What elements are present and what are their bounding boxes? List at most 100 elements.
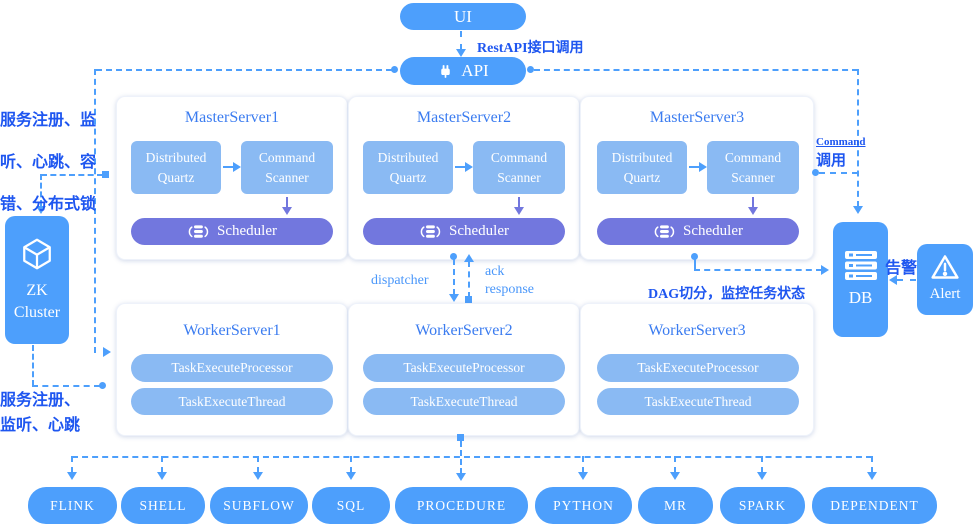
task-drop-line <box>582 456 584 473</box>
ack-label-line1: ack <box>485 264 505 279</box>
zk-worker-line-h <box>32 385 100 387</box>
task-label: SPARK <box>738 497 787 513</box>
master-zk-line-v <box>40 174 42 206</box>
arrowhead-down-icon <box>867 472 877 480</box>
zk-worker-caption-line1: 服务注册、 <box>0 392 81 409</box>
ack-label-line2: response <box>485 282 534 297</box>
api-node[interactable]: API <box>400 57 526 85</box>
scheduler-label: Scheduler <box>217 223 277 239</box>
api-db-line-h <box>534 69 858 71</box>
task-mr[interactable]: MR <box>638 487 713 524</box>
quartz-label-line2: Quartz <box>157 169 195 185</box>
arrowhead-down-icon <box>253 472 263 480</box>
master-server-3: MasterServer3 Distributed Quartz Command… <box>580 96 814 260</box>
scheduler-bar[interactable]: Scheduler <box>363 218 565 245</box>
distributed-quartz-box[interactable]: Distributed Quartz <box>597 141 687 194</box>
worker-server-1: WorkerServer1 TaskExecuteProcessor TaskE… <box>116 303 348 436</box>
warning-icon <box>930 254 960 280</box>
connector-dot <box>391 66 398 73</box>
alert-label: Alert <box>929 286 961 302</box>
zk-worker-line-v <box>32 345 34 386</box>
zk-master-caption-line1: 服务注册、监 <box>0 112 97 129</box>
task-subflow[interactable]: SUBFLOW <box>210 487 308 524</box>
connector-dot <box>450 253 457 260</box>
command-label-line2: 调用 <box>816 153 847 169</box>
distributed-quartz-box[interactable]: Distributed Quartz <box>363 141 453 194</box>
task-execute-processor[interactable]: TaskExecuteProcessor <box>363 354 565 382</box>
master-server-title: MasterServer1 <box>184 109 280 126</box>
zk-label-line2: Cluster <box>13 304 61 321</box>
zk-worker-caption: 服务注册、 监听、心跳 <box>0 388 80 438</box>
task-sql[interactable]: SQL <box>312 487 390 524</box>
task-python[interactable]: PYTHON <box>535 487 632 524</box>
command-scanner-box[interactable]: Command Scanner <box>473 141 565 194</box>
connector-dot <box>691 253 698 260</box>
ui-api-line <box>460 31 462 50</box>
master-server-2: MasterServer2 Distributed Quartz Command… <box>348 96 580 260</box>
task-drop-line <box>761 456 763 473</box>
quartz-scanner-line <box>223 166 234 168</box>
distributed-quartz-box[interactable]: Distributed Quartz <box>131 141 221 194</box>
master-server-title: MasterServer2 <box>416 109 512 126</box>
task-execute-processor[interactable]: TaskExecuteProcessor <box>597 354 799 382</box>
dispatcher-label: dispatcher <box>371 273 429 288</box>
connector-square <box>465 296 472 303</box>
task-execute-processor[interactable]: TaskExecuteProcessor <box>131 354 333 382</box>
task-execute-processor-label: TaskExecuteProcessor <box>171 360 293 375</box>
task-drop-line <box>257 456 259 473</box>
zk-master-caption: 服务注册、监 听、心跳、容 错、分布式锁 <box>0 100 97 226</box>
alert-node[interactable]: Alert <box>917 244 973 315</box>
arrowhead-right-icon <box>465 162 473 172</box>
task-label: SHELL <box>139 497 187 513</box>
zk-master-caption-line2: 听、心跳、容 <box>0 154 97 171</box>
arrowhead-down-icon <box>670 472 680 480</box>
cube-icon <box>19 236 55 272</box>
scanner-label-line1: Command <box>724 149 782 165</box>
task-execute-thread[interactable]: TaskExecuteThread <box>363 388 565 415</box>
task-execute-thread[interactable]: TaskExecuteThread <box>597 388 799 415</box>
master-server-1: MasterServer1 Distributed Quartz Command… <box>116 96 348 260</box>
task-flink[interactable]: FLINK <box>28 487 117 524</box>
connector-dot <box>527 66 534 73</box>
scanner-scheduler-line <box>286 197 288 208</box>
task-execute-thread[interactable]: TaskExecuteThread <box>131 388 333 415</box>
scheduler-sync-icon <box>187 224 209 240</box>
scanner-label-line2: Scanner <box>731 169 775 185</box>
arrowhead-down-icon <box>514 207 524 215</box>
task-procedure[interactable]: PROCEDURE <box>395 487 528 524</box>
scanner-label-line1: Command <box>258 149 316 165</box>
task-dependent[interactable]: DEPENDENT <box>812 487 937 524</box>
task-branch-line <box>72 456 872 458</box>
connector-dot <box>99 382 106 389</box>
ui-node[interactable]: UI <box>400 3 526 30</box>
arrowhead-down-icon <box>67 472 77 480</box>
arrowhead-down-icon <box>456 49 466 57</box>
command-scanner-box[interactable]: Command Scanner <box>241 141 333 194</box>
task-drop-line <box>871 456 873 473</box>
plug-icon <box>437 63 454 80</box>
scheduler-bar[interactable]: Scheduler <box>597 218 799 245</box>
task-label: SUBFLOW <box>223 497 295 513</box>
task-label: MR <box>663 497 687 513</box>
zk-worker-caption-line2: 监听、心跳 <box>0 417 81 434</box>
task-drop-line <box>161 456 163 473</box>
scheduler-bar[interactable]: Scheduler <box>131 218 333 245</box>
quartz-label-line1: Distributed <box>377 149 439 165</box>
arrowhead-up-icon <box>464 254 474 262</box>
task-drop-line <box>71 456 73 473</box>
arrowhead-down-icon <box>36 206 46 214</box>
scheduler-label: Scheduler <box>449 223 509 239</box>
task-spark[interactable]: SPARK <box>720 487 805 524</box>
zk-cluster-node[interactable]: ZK Cluster <box>5 216 69 344</box>
arrowhead-down-icon <box>157 472 167 480</box>
ui-node-label: UI <box>454 6 472 26</box>
worker-server-3: WorkerServer3 TaskExecuteProcessor TaskE… <box>580 303 814 436</box>
dag-line-h <box>694 269 822 271</box>
task-shell[interactable]: SHELL <box>121 487 205 524</box>
zk-master-caption-line3: 错、分布式锁 <box>0 196 97 213</box>
command-scanner-box[interactable]: Command Scanner <box>707 141 799 194</box>
task-label: PROCEDURE <box>416 497 507 513</box>
scanner-label-line2: Scanner <box>265 169 309 185</box>
dag-line-v <box>694 259 696 271</box>
db-node[interactable]: DB <box>833 222 888 337</box>
